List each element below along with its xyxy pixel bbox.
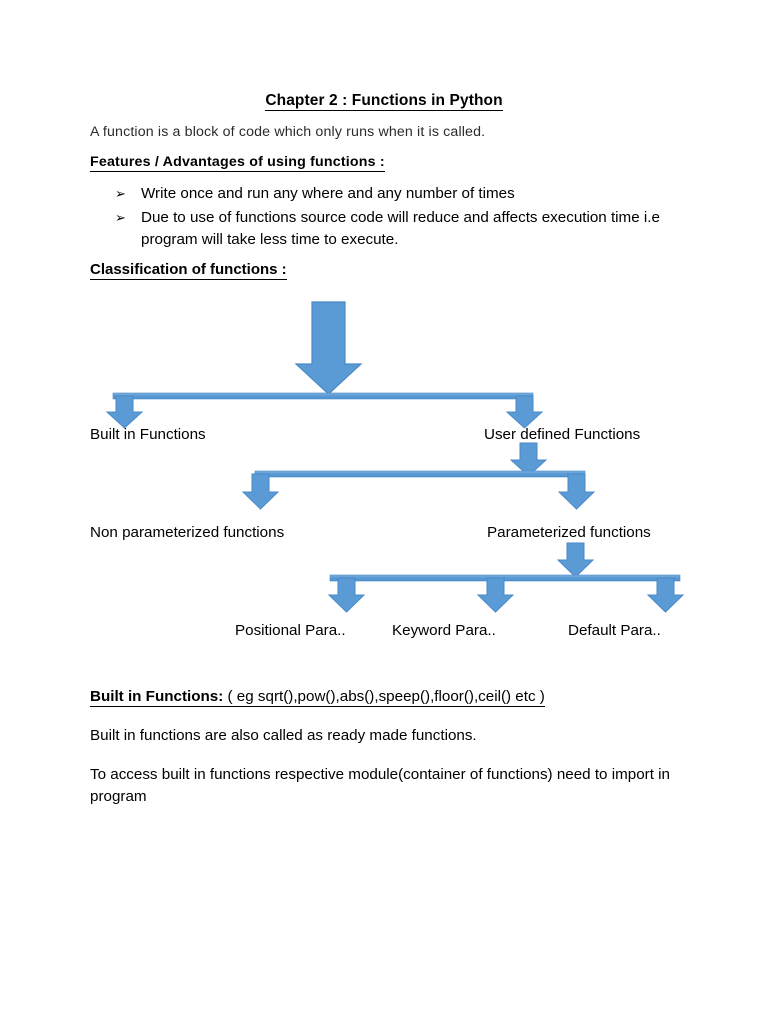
import-module-paragraph: To access built in functions respective … — [90, 766, 670, 805]
node-parameterized-functions: Parameterized functions — [487, 524, 651, 541]
node-positional-para: Positional Para.. — [235, 622, 346, 639]
builtin-functions-label: Built in Functions: — [90, 688, 224, 707]
user-defined-to-level2-arrow-icon — [509, 442, 548, 477]
intro-paragraph: A function is a block of code which only… — [90, 124, 486, 140]
list-item: ➢ Due to use of functions source code wi… — [115, 207, 690, 252]
level3-connector-bar — [329, 574, 681, 582]
arrow-to-keyword-para-icon — [476, 577, 515, 613]
page-title-text: Chapter 2 : Functions in Python — [265, 92, 503, 111]
arrow-to-user-defined-functions-icon — [505, 395, 544, 429]
page-title: Chapter 2 : Functions in Python — [0, 92, 768, 111]
classification-heading: Classification of functions : — [90, 261, 287, 280]
node-built-in-functions: Built in Functions — [90, 426, 206, 443]
builtin-functions-paragraph: Built in Functions: ( eg sqrt(),pow(),ab… — [90, 686, 690, 708]
classification-heading-text: Classification of functions : — [90, 261, 287, 280]
parameterized-to-level3-arrow-icon — [556, 542, 595, 578]
builtin-functions-examples: ( eg sqrt(),pow(),abs(),speep(),floor(),… — [223, 688, 545, 707]
arrow-to-non-parameterized-functions-icon — [241, 473, 280, 510]
ready-made-functions-paragraph: Built in functions are also called as re… — [90, 727, 477, 744]
node-default-para: Default Para.. — [568, 622, 661, 639]
root-down-arrow-icon — [294, 301, 363, 395]
node-non-parameterized-functions: Non parameterized functions — [90, 524, 285, 541]
bullet-arrow-icon: ➢ — [115, 209, 126, 225]
level1-connector-bar — [112, 392, 534, 400]
level2-connector-bar — [254, 470, 586, 478]
node-user-defined-functions: User defined Functions — [484, 426, 641, 443]
features-list: ➢ Write once and run any where and any n… — [115, 183, 690, 253]
list-item: ➢ Write once and run any where and any n… — [115, 183, 690, 206]
builtin-functions-section: Built in Functions: ( eg sqrt(),pow(),ab… — [90, 686, 690, 825]
node-keyword-para: Keyword Para.. — [392, 622, 496, 639]
list-item-label: Due to use of functions source code will… — [141, 208, 660, 249]
functions-classification-flowchart: Built in Functions User defined Function… — [0, 290, 768, 660]
features-heading-text: Features / Advantages of using functions… — [90, 154, 385, 172]
bullet-arrow-icon: ➢ — [115, 186, 126, 201]
list-item-label: Write once and run any where and any num… — [141, 185, 515, 202]
arrow-to-positional-para-icon — [327, 577, 366, 613]
arrow-to-parameterized-functions-icon — [557, 473, 596, 510]
arrow-to-default-para-icon — [646, 577, 685, 613]
features-heading: Features / Advantages of using functions… — [90, 154, 385, 172]
arrow-to-built-in-functions-icon — [105, 395, 144, 429]
